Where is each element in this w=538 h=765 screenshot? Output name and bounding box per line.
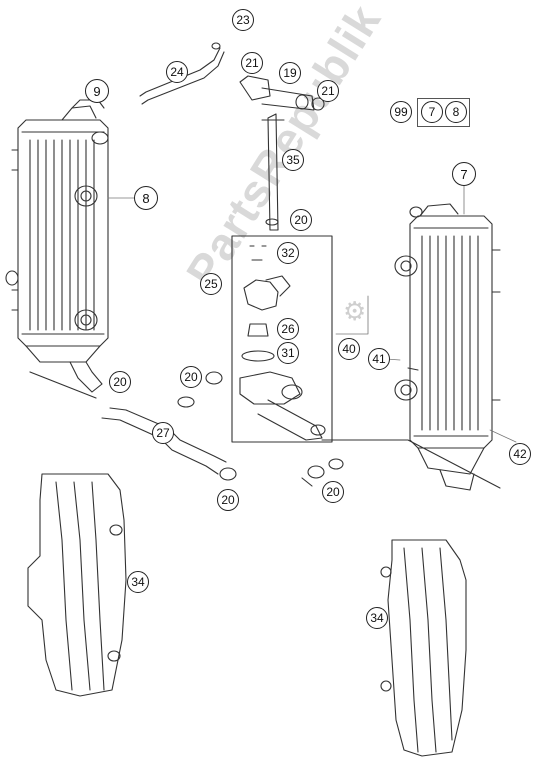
part-26-label: 26 (277, 318, 299, 340)
part-8-kit-label: 8 (445, 101, 467, 123)
part-25-label: 25 (200, 273, 222, 295)
part-20-label-bottom: 20 (217, 489, 239, 511)
part-41-label: 41 (368, 348, 390, 370)
part-20-label-right: 20 (322, 481, 344, 503)
part-7-label: 7 (452, 162, 476, 186)
part-23-label: 23 (232, 9, 254, 31)
right-radiator (394, 203, 501, 491)
left-radiator (5, 99, 109, 393)
right-radiator-shroud (380, 539, 467, 757)
kit-box (417, 98, 470, 127)
part-7-kit-label: 7 (421, 101, 443, 123)
part-20-label-left: 20 (109, 371, 131, 393)
part-34-label-left: 34 (127, 571, 149, 593)
leader-lines (107, 185, 517, 443)
part-27-label: 27 (152, 422, 174, 444)
left-radiator-shroud (27, 473, 127, 697)
part-21-label-top-right: 21 (317, 80, 339, 102)
part-99-label: 99 (390, 101, 412, 123)
part-20-label-center: 20 (180, 366, 202, 388)
gear-watermark-icon: ⚙ (343, 296, 367, 326)
part-19-label: 19 (279, 62, 301, 84)
part-35-label: 35 (282, 149, 304, 171)
hoses (29, 42, 501, 489)
part-20-label-top: 20 (290, 209, 312, 231)
part-21-label-top-left: 21 (241, 52, 263, 74)
part-34-label-right: 34 (366, 607, 388, 629)
part-9-label: 9 (85, 79, 109, 103)
thermostat-panel (205, 235, 333, 443)
part-40-label: 40 (338, 338, 360, 360)
part-32-label: 32 (277, 242, 299, 264)
part-42-label: 42 (509, 443, 531, 465)
part-31-label: 31 (277, 342, 299, 364)
part-24-label: 24 (166, 61, 188, 83)
part-8-label: 8 (134, 186, 158, 210)
